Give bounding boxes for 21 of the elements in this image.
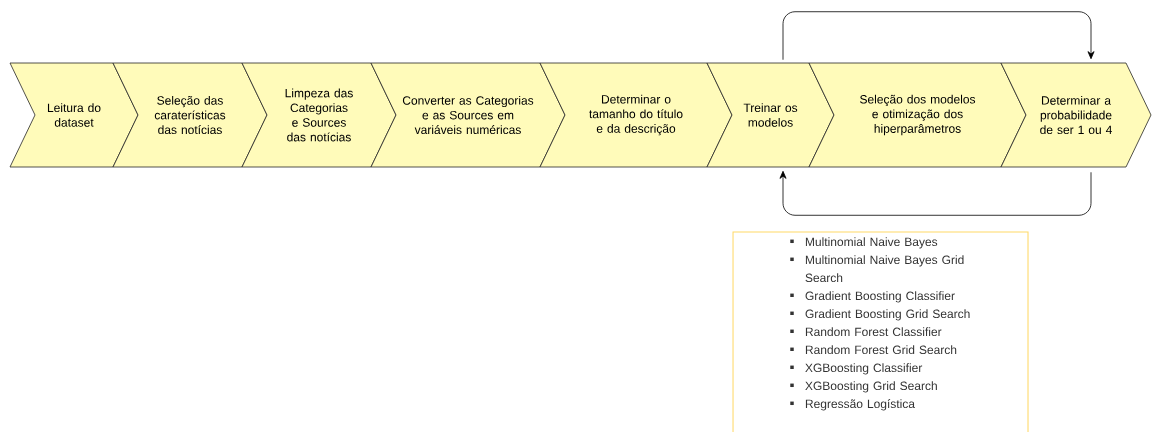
bullet-item: XGBoosting Grid Search — [790, 381, 937, 393]
chevron-step: Determinar a probabilidade de ser 1 ou 4 — [1000, 62, 1152, 168]
bullet-item: XGBoosting Classifier — [790, 363, 923, 375]
bullet-item: Regressão Logística — [790, 399, 915, 411]
chevron-step: Converter as Categorias e as Sources em variáveis numéricas — [370, 62, 566, 168]
loop-arrow — [782, 11, 1095, 61]
bullet-item: Multinomial Naive Bayes — [790, 237, 938, 249]
bullet-item: Random Forest Classifier — [790, 327, 942, 337]
list-box — [732, 231, 1029, 432]
loop-arrow — [779, 170, 1092, 216]
node-label: Determinar a probabilidade de ser 1 ou 4 — [1040, 95, 1112, 135]
chevron-step: Determinar o tamanho do título e da descrição — [539, 62, 733, 168]
bullet-item: Multinomial Naive Bayes Grid Search — [790, 255, 964, 283]
chevron-step: Treinar os modelos — [706, 62, 835, 168]
chevron-step: Seleção das caraterísticas das notícias — [112, 62, 268, 168]
chevron-step: Limpeza das Categorias e Sources das notícias — [241, 62, 397, 168]
bullet-item: Gradient Boosting Classifier — [790, 291, 955, 303]
chevron-step: Seleção dos modelos e otimização dos hiperparâmetros — [808, 62, 1027, 168]
bullet-item: Gradient Boosting Grid Search — [790, 309, 970, 321]
bullet-item: Random Forest Grid Search — [790, 345, 957, 355]
chevron-step: Leitura do dataset — [9, 62, 139, 168]
